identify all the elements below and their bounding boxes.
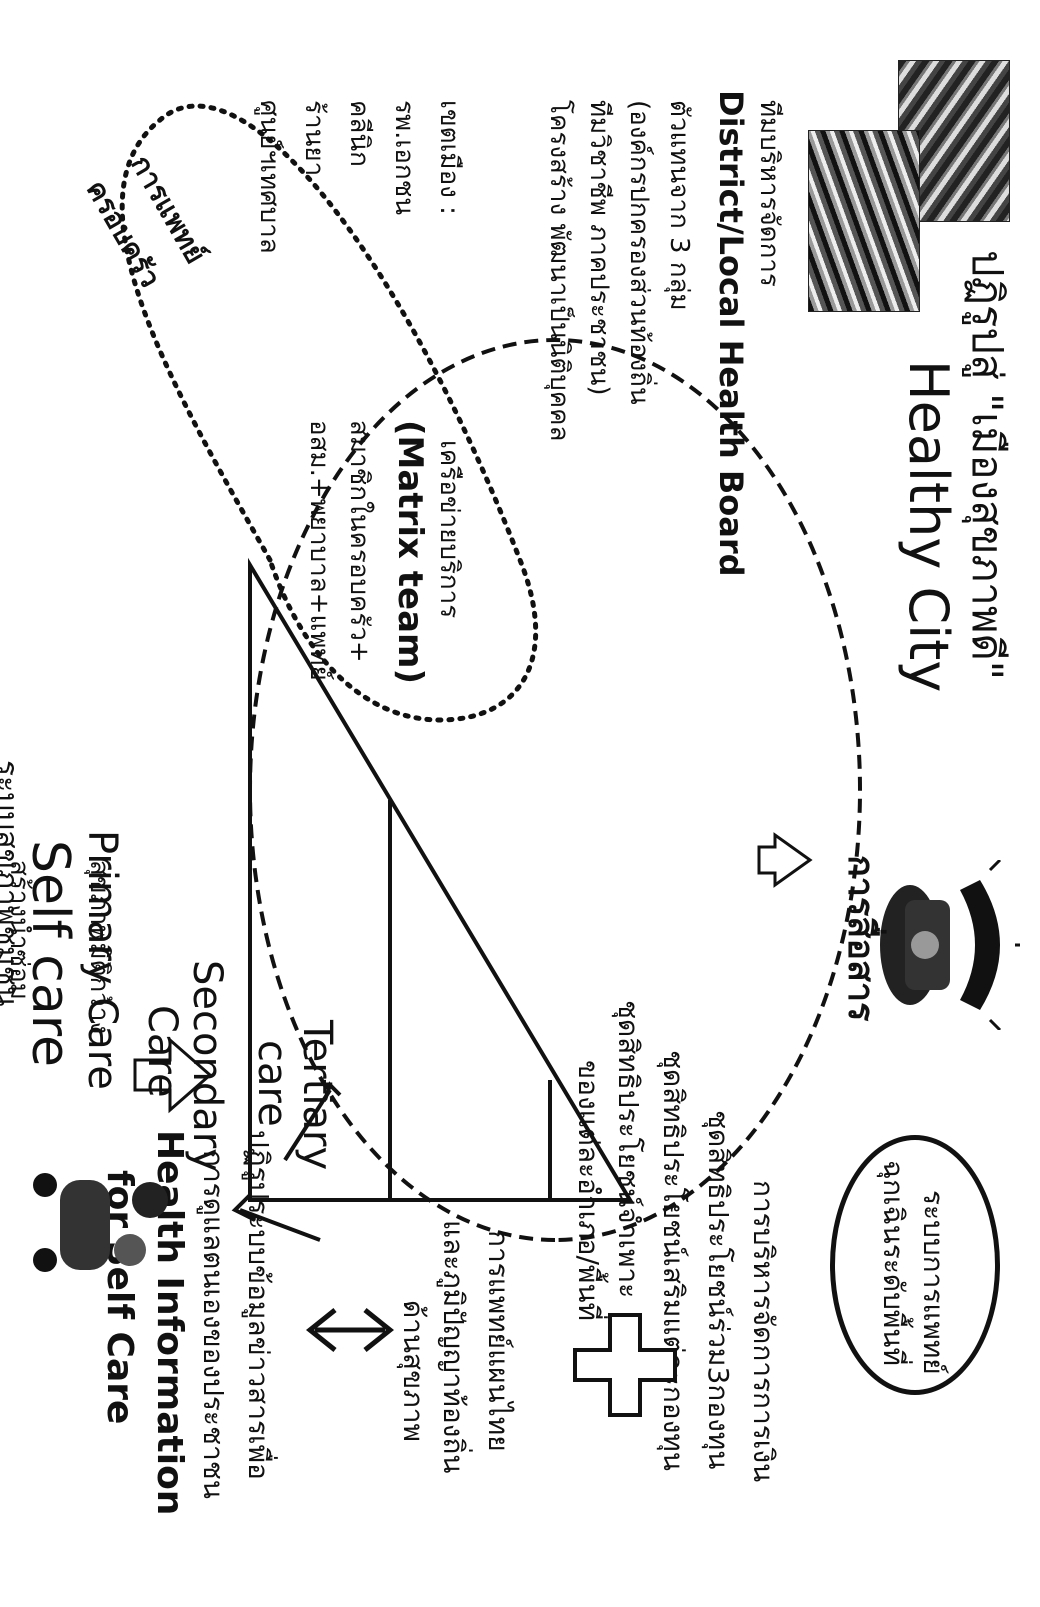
medical-cross bbox=[573, 1313, 677, 1417]
tier-secondary-2: Care bbox=[139, 1005, 185, 1098]
district-groups2: ทีมวิชาชีพ ภาคประชาชน) bbox=[584, 100, 614, 396]
arrow-to-apex bbox=[231, 1193, 321, 1242]
pyramid-outline bbox=[248, 557, 634, 1202]
urban-label: เขตเมือง : bbox=[434, 100, 464, 215]
district-team: ทีมบริหารจัดการ bbox=[754, 100, 784, 287]
urban-item-1: รพ.เอกชน bbox=[389, 100, 419, 216]
district-board: District/Local Health Board bbox=[712, 90, 750, 577]
urban-item-4: ศูนย์ฯเทศบาล bbox=[254, 100, 284, 254]
district-groups1: (องค์กรปกครองส่วนท้องถิ่น bbox=[624, 100, 654, 405]
arrow-from-info bbox=[283, 1081, 342, 1162]
network-line1: เครือข่ายบริการ bbox=[434, 440, 464, 619]
bottom-left-line2: สุขภาพมิติกว้าง bbox=[84, 860, 114, 1035]
double-arrow-up-down bbox=[757, 832, 813, 888]
urban-item-2: คลีนิก bbox=[344, 100, 374, 167]
tier-secondary-1: Secondary bbox=[184, 960, 230, 1172]
bottom-left-line1: สร้างนำซ่อม bbox=[4, 860, 34, 1000]
tier-tertiary-1: Tertiary bbox=[294, 1020, 340, 1171]
tier-tertiary-2: care bbox=[249, 1040, 295, 1127]
urban-item-3: ร้านยา bbox=[299, 100, 329, 177]
network-line3: สมาชิกในครอบครัว+ bbox=[344, 420, 374, 663]
district-dotted-loop bbox=[119, 103, 539, 723]
district-rep: ตัวแทนจาก 3 กลุ่ม bbox=[664, 100, 694, 311]
hollow-up-arrow bbox=[133, 1036, 213, 1114]
network-line4: อสม.+พยาบาล+แพทย์ bbox=[304, 420, 334, 681]
district-structure: โครงสร้าง พัฒนาเป็นนิติบุคคล bbox=[544, 100, 574, 442]
telephone-icon bbox=[880, 860, 1020, 1030]
network-line2: (Matrix team) bbox=[390, 420, 430, 684]
exercise-figure-icon bbox=[33, 1173, 168, 1272]
double-arrow-horizontal bbox=[305, 1308, 395, 1352]
